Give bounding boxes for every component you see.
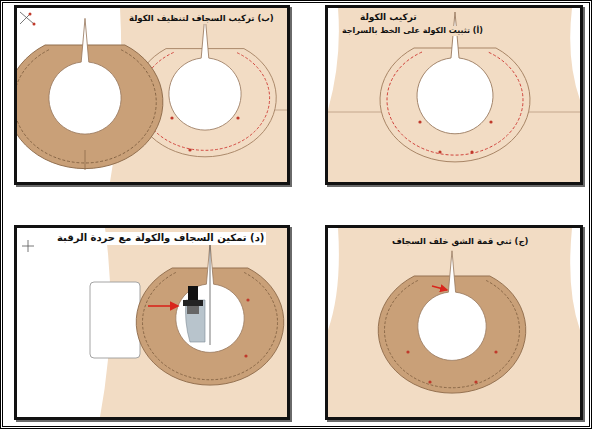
- panel-b-art: [17, 8, 287, 182]
- illustration-part: [470, 150, 473, 153]
- illustration-part: [186, 300, 206, 342]
- illustration-part: [328, 228, 580, 417]
- illustration-part: [494, 350, 497, 353]
- illustration-part: [33, 23, 36, 26]
- illustration-part: [20, 12, 34, 24]
- illustration-part: [20, 14, 30, 24]
- illustration-part: [428, 380, 431, 383]
- step-caption: تركيب الكولة: [358, 12, 419, 23]
- panel-a-art: [328, 8, 580, 182]
- illustration-part: [406, 350, 409, 353]
- illustration-part: [17, 228, 287, 417]
- illustration-part: [328, 8, 580, 182]
- illustration-part: [90, 282, 140, 358]
- step-caption: (ب) تركيب السجاف لتنظيف الكولة: [127, 13, 276, 24]
- illustration-part: [28, 240, 29, 252]
- illustration-part: [188, 286, 198, 300]
- illustration-part: [418, 251, 486, 361]
- illustration-part: [187, 306, 199, 314]
- illustration-part: [328, 112, 386, 113]
- step-caption: (د) تمكين السجاف والكولة مع حردة الرقبة: [55, 232, 266, 245]
- illustration-part: [85, 150, 86, 170]
- illustration-part: [188, 148, 191, 151]
- illustration-part: [236, 116, 239, 119]
- illustration-part: [170, 116, 173, 119]
- illustration-part: [432, 286, 447, 290]
- illustration-part: [524, 112, 580, 113]
- illustration-part: [418, 120, 421, 123]
- illustration-part: [49, 18, 121, 134]
- illustration-part: [438, 150, 441, 153]
- illustration-part: [169, 14, 241, 130]
- illustration-part: [176, 243, 244, 353]
- illustration-part: [29, 13, 32, 16]
- illustration-part: [328, 8, 580, 182]
- illustration-part: [246, 298, 249, 301]
- panel-d-art: [17, 228, 287, 417]
- outer-frame: [3, 3, 590, 427]
- illustration-part: [244, 354, 247, 357]
- step-panel: (ب) تركيب السجاف لتنظيف الكولة: [14, 5, 290, 185]
- step-panel: (د) تمكين السجاف والكولة مع حردة الرقبة: [14, 225, 290, 420]
- illustration-part: [489, 120, 492, 123]
- illustration-part: [148, 305, 178, 307]
- panel-c-art: [328, 228, 580, 417]
- step-panel: تركيب الكولة (أ) تثبيت الكولة على الخط با…: [325, 5, 583, 185]
- illustration-part: [183, 300, 203, 306]
- illustration-part: [210, 244, 211, 345]
- step-caption: (ج) ثني قمة الشق خلف السجاف: [390, 236, 530, 247]
- step-caption: (أ) تثبيت الكولة على الخط بالسراجة: [340, 26, 485, 36]
- step-panel: (ج) ثني قمة الشق خلف السجاف: [325, 225, 583, 420]
- illustration-part: [328, 228, 580, 417]
- illustration-part: [474, 380, 477, 383]
